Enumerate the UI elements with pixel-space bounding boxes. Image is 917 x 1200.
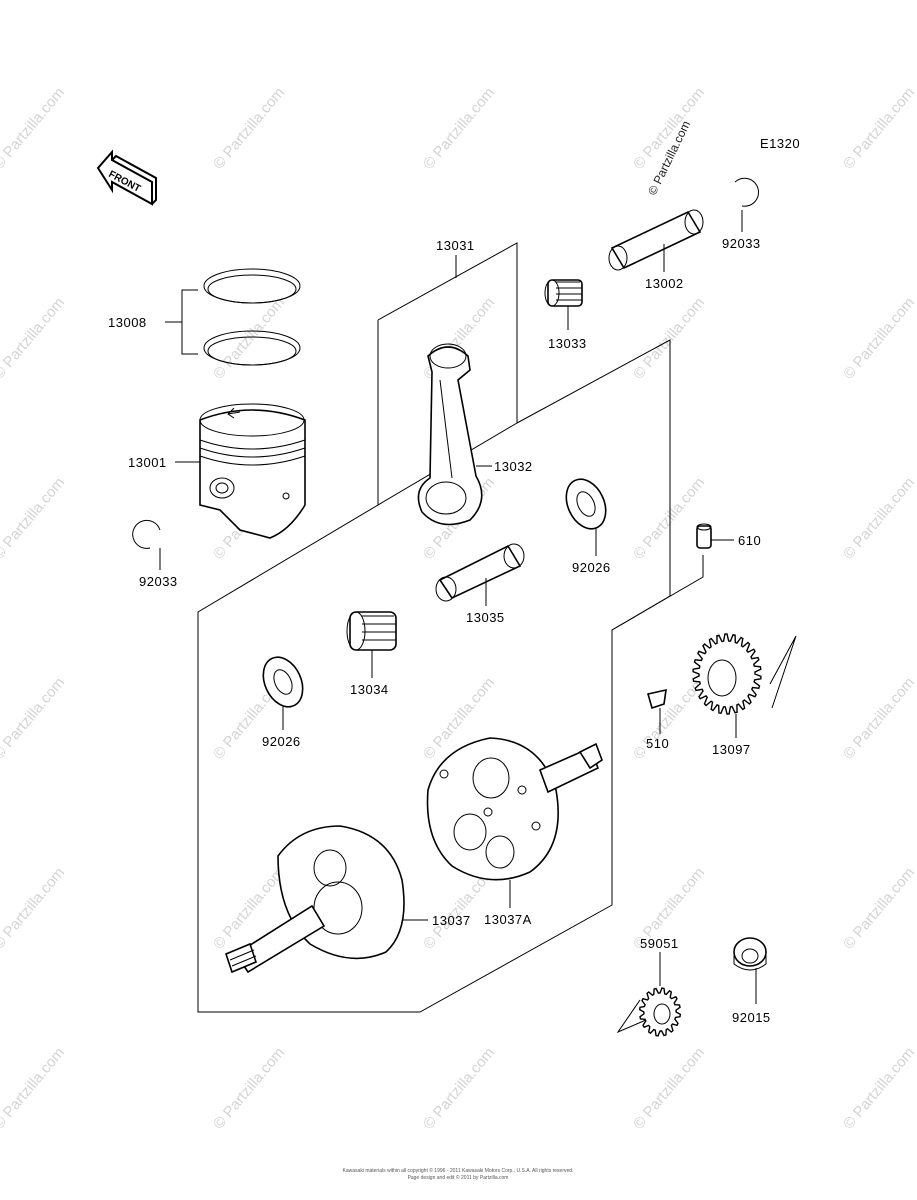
label-13033: 13033: [548, 336, 587, 351]
watermark-text: © Partzilla.com: [0, 84, 68, 172]
label-13034: 13034: [350, 682, 389, 697]
dowel-pin: [696, 523, 734, 549]
thrust-washer-lower: [262, 656, 304, 730]
watermark-text: © Partzilla.com: [630, 474, 708, 562]
label-92033-right: 92033: [722, 236, 761, 251]
label-13032: 13032: [494, 459, 533, 474]
label-59051: 59051: [640, 936, 679, 951]
label-13037: 13037: [432, 913, 471, 928]
watermark-text: © Partzilla.com: [210, 84, 288, 172]
piston-pin: [608, 209, 704, 272]
watermark-text: © Partzilla.com: [630, 1044, 708, 1132]
label-13002: 13002: [645, 276, 684, 291]
label-92026-lower: 92026: [262, 734, 301, 749]
watermark-text: © Partzilla.com: [840, 674, 917, 762]
circlip-right: [734, 177, 760, 232]
label-13035: 13035: [466, 610, 505, 625]
label-13031: 13031: [436, 238, 475, 253]
label-13097: 13097: [712, 742, 751, 757]
needle-bearing-big: [346, 611, 397, 678]
crank-half-left: [225, 825, 428, 974]
needle-bearing-small: [544, 279, 583, 330]
label-610: 610: [738, 533, 761, 548]
piston: [175, 403, 306, 539]
gear-teeth: [638, 987, 682, 1037]
watermark-text: © Partzilla.com: [420, 1044, 498, 1132]
label-13001: 13001: [128, 455, 167, 470]
crank-pin: [435, 543, 525, 606]
label-92026-upper: 92026: [572, 560, 611, 575]
label-13008: 13008: [108, 315, 147, 330]
connecting-rod: [417, 343, 492, 526]
piston-rings: [165, 268, 301, 366]
watermark-text: © Partzilla.com: [630, 294, 708, 382]
watermark-text: © Partzilla.com: [210, 294, 288, 382]
diagram-code: E1320: [760, 136, 800, 151]
label-92015: 92015: [732, 1010, 771, 1025]
watermark-text: © Partzilla.com: [420, 84, 498, 172]
front-arrow-icon: FRONT: [96, 149, 157, 206]
watermark-text: © Partzilla.com: [0, 1044, 68, 1132]
watermark-text: © Partzilla.com: [0, 864, 68, 952]
crank-half-right: [426, 737, 603, 908]
part-labels: 13031 13008 13001 92033 92033 13002 1303…: [108, 236, 771, 1025]
watermark-text: © Partzilla.com: [0, 674, 68, 762]
woodruff-key: [646, 688, 667, 734]
watermark-text: © Partzilla.com: [210, 1044, 288, 1132]
label-510: 510: [646, 736, 669, 751]
crankshaft-gear: [616, 952, 682, 1037]
watermark-text: © Partzilla.com: [840, 474, 917, 562]
watermark-text: © Partzilla.com: [840, 294, 917, 382]
label-13037A: 13037A: [484, 912, 532, 927]
watermark-text: © Partzilla.com: [840, 1044, 917, 1132]
gear-teeth: [692, 633, 762, 715]
circlip-left: [132, 519, 161, 570]
assembly-frame: [197, 242, 704, 1013]
watermark-text: © Partzilla.com: [0, 294, 68, 382]
flange-nut: [733, 937, 767, 1004]
watermark-text: © Partzilla.com: [840, 864, 917, 952]
watermark-text: © Partzilla.com: [840, 84, 917, 172]
primary-gear: [692, 633, 797, 738]
copyright-line-1: Kawasaki materials within all copyright …: [343, 1167, 574, 1174]
copyright-line-2: Page design and edit © 2011 by Partzilla…: [408, 1174, 509, 1181]
thrust-washer-upper: [565, 478, 607, 556]
label-92033-left: 92033: [139, 574, 178, 589]
watermark-text: © Partzilla.com: [0, 474, 68, 562]
